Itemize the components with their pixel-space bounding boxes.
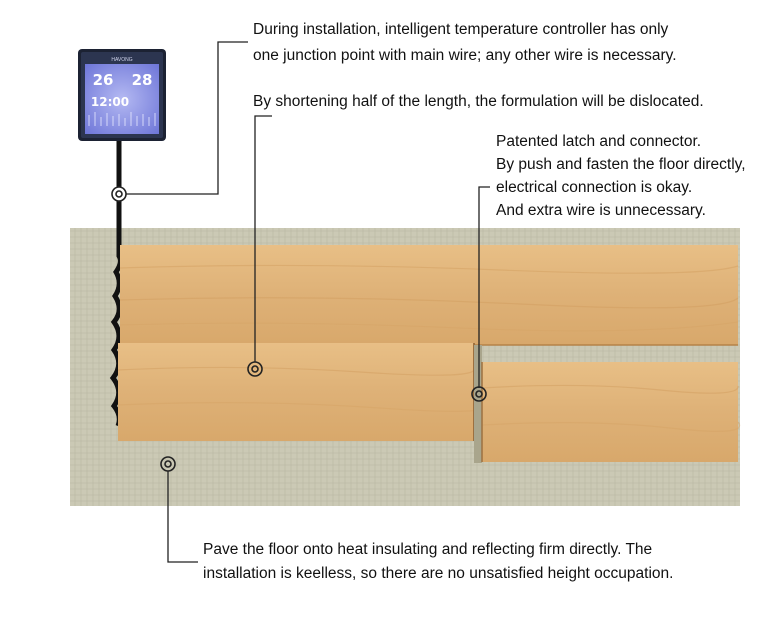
callout-latch-line3: electrical connection is okay. bbox=[496, 179, 693, 196]
leader-line-installation bbox=[126, 41, 248, 195]
callout-latch-line2: By push and fasten the floor directly, bbox=[496, 156, 746, 173]
floor-plank-lower-right bbox=[481, 362, 741, 462]
target-marker-wire bbox=[111, 186, 127, 202]
callout-pave-line1: Pave the floor onto heat insulating and … bbox=[203, 541, 653, 558]
callout-latch-line1: Patented latch and connector. bbox=[496, 133, 702, 150]
thermostat-time: 12:00 bbox=[91, 95, 129, 109]
thermostat-brand: HAVONG bbox=[111, 57, 132, 63]
callout-installation-line2: one junction point with main wire; any o… bbox=[253, 47, 677, 64]
leader-line-shortening bbox=[254, 115, 272, 362]
target-marker-underlay bbox=[160, 456, 176, 472]
target-marker-connector bbox=[471, 386, 487, 402]
connector-gap bbox=[474, 345, 482, 463]
leader-line-latch bbox=[478, 186, 490, 388]
callout-installation-line1: During installation, intelligent tempera… bbox=[253, 21, 669, 38]
floor-plank-lower-left bbox=[117, 343, 483, 441]
main-wire bbox=[109, 140, 123, 427]
thermostat-temp-left: 26 bbox=[93, 71, 114, 89]
thermostat: HAVONG 26 28 12:00 bbox=[78, 49, 166, 141]
thermostat-temp-right: 28 bbox=[132, 71, 153, 89]
callout-shortening-line1: By shortening half of the length, the fo… bbox=[253, 93, 704, 110]
leader-line-pave bbox=[167, 471, 198, 563]
callout-latch-line4: And extra wire is unnecessary. bbox=[496, 202, 706, 219]
target-marker-plank bbox=[247, 361, 263, 377]
callout-pave-line2: installation is keelless, so there are n… bbox=[203, 565, 674, 582]
floor-plank-top bbox=[119, 245, 739, 345]
